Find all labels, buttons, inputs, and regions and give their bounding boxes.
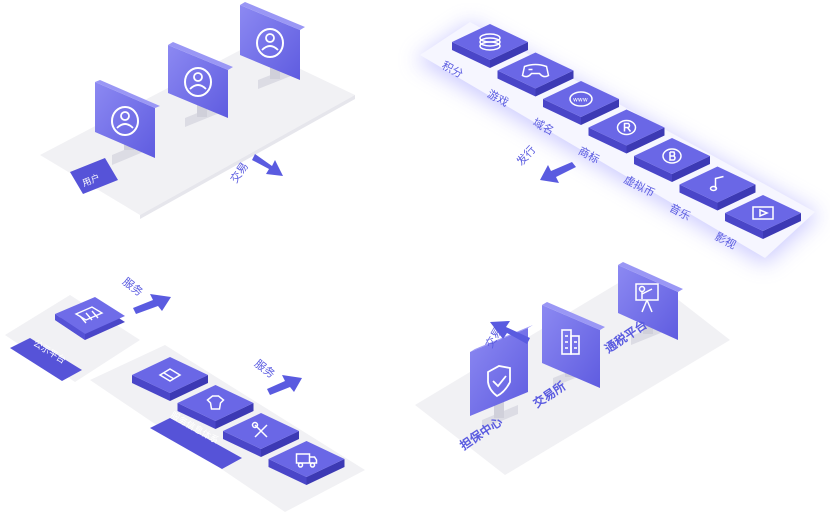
- truck-icon: [295, 453, 318, 468]
- tv-play-icon: [752, 206, 774, 220]
- users-platform: [40, 45, 355, 215]
- gamepad-icon: [521, 63, 550, 78]
- issuance-tile: [588, 109, 665, 154]
- exchange-monitor: [542, 302, 605, 388]
- coins-icon: [479, 33, 501, 51]
- tools-icon: [251, 421, 268, 438]
- registered-trademark-icon: [616, 119, 637, 136]
- music-note-icon: [709, 175, 724, 192]
- user-tag: 用户: [70, 158, 118, 194]
- service-tile: [177, 385, 254, 429]
- issuance-tile: [497, 52, 574, 97]
- issuance-tile: [452, 24, 528, 68]
- user-monitor-3: [240, 2, 305, 89]
- bank-icon: [74, 306, 104, 324]
- user-monitor-1: [95, 80, 160, 165]
- issuance-tile: www: [543, 81, 619, 125]
- bitcoin-icon: [662, 148, 682, 164]
- service-label-1: 服务: [120, 275, 145, 299]
- service-label-2: 服务: [252, 357, 277, 381]
- shield-check-icon: [487, 365, 511, 398]
- svg-text:www: www: [573, 97, 588, 104]
- user-avatar-icon: [111, 106, 139, 136]
- user-monitor-2: [168, 42, 233, 127]
- institutions-section: 担保中心 交易所 交易: [415, 262, 730, 475]
- shirt-icon: [206, 395, 225, 410]
- issuance-tile: [679, 166, 756, 211]
- user-avatar-icon: [184, 67, 212, 97]
- service-tile: [223, 413, 299, 457]
- service-tile: [132, 357, 208, 401]
- list-icon: [158, 368, 182, 382]
- service-arrow-2: 服务: [252, 357, 302, 395]
- issue-arrow-label: 发行: [513, 143, 538, 169]
- public-platform-tile: [55, 297, 125, 340]
- guarantee-monitor: [470, 325, 533, 429]
- service-tiles: [132, 357, 345, 485]
- service-platform: [90, 345, 365, 512]
- user-avatar-icon: [256, 28, 284, 58]
- building-icon: [561, 329, 580, 355]
- presenter-icon: [635, 283, 659, 313]
- service-tile: [268, 441, 345, 485]
- service-arrow-1: 服务: [120, 275, 171, 314]
- www-icon: www: [569, 91, 593, 107]
- users-section: 用户 交易: [40, 2, 355, 219]
- issuance-tile: [725, 195, 801, 239]
- issuance-tile: [634, 138, 710, 182]
- tax-monitor: [618, 262, 683, 345]
- services-section: 公示平台 服务 服务信息体系 服务: [5, 275, 365, 512]
- public-platform: [5, 295, 140, 382]
